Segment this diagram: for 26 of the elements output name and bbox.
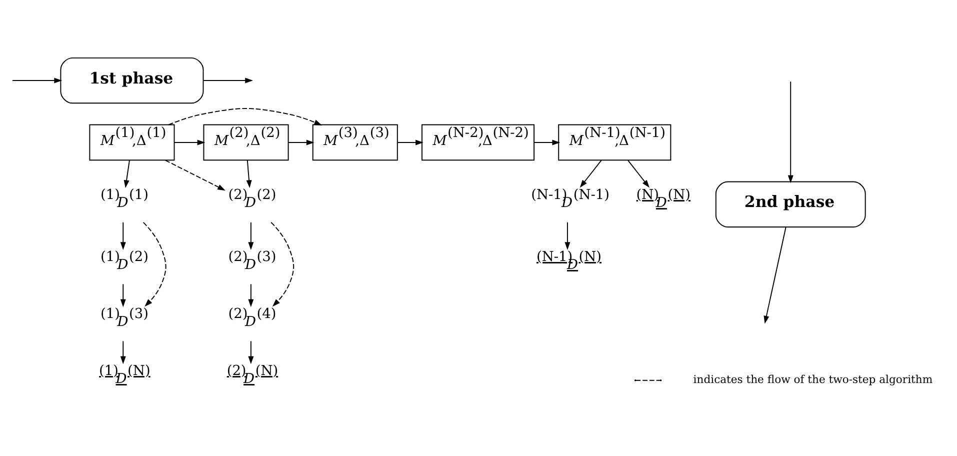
arrow: [397, 140, 424, 146]
arrow: [628, 160, 650, 188]
arrow: [124, 160, 130, 188]
arrow: [142, 222, 166, 307]
arrow: [12, 78, 62, 84]
arrow: [246, 160, 252, 188]
arrow: [788, 81, 794, 184]
arrow: [120, 340, 126, 364]
arrow: [120, 284, 126, 308]
arrow: [174, 140, 206, 146]
arrow: [764, 226, 786, 324]
arrow: [580, 160, 602, 188]
arrow: [534, 140, 560, 146]
arrow: [248, 284, 254, 308]
arrow: [270, 222, 294, 307]
node-box: 2nd phase: [715, 181, 866, 228]
arrow: [248, 222, 254, 250]
arrow: [164, 160, 226, 191]
arrow: [168, 108, 322, 126]
arrow: [203, 78, 254, 84]
legend-label: indicates the flow of the two-step algorithm: [693, 373, 933, 386]
node-box: 1st phase: [60, 57, 204, 104]
arrow: [120, 222, 126, 250]
arrow: [564, 222, 570, 250]
arrow: [248, 340, 254, 364]
arrow: [288, 140, 314, 146]
